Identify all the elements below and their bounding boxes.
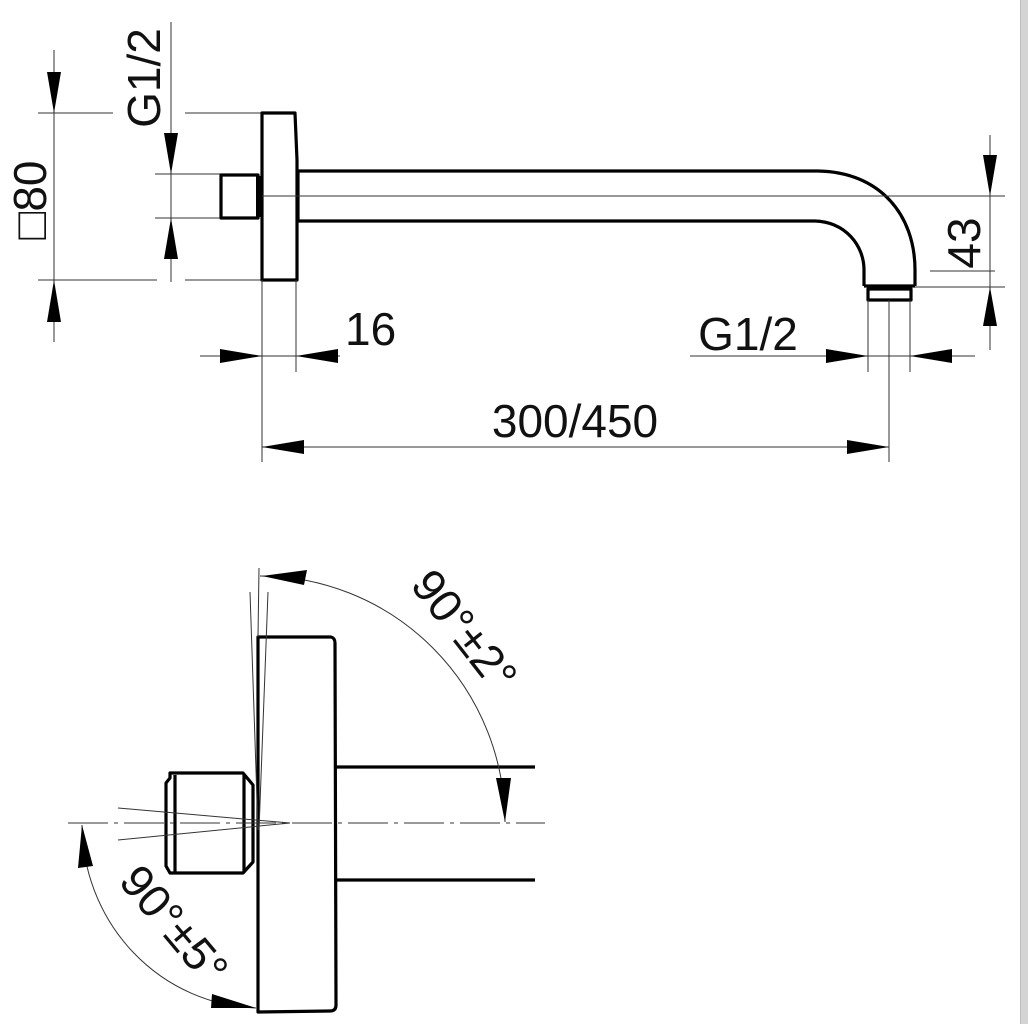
label-nipple-angle: 90°±5° [110, 855, 239, 995]
label-outlet-height: 43 [938, 217, 990, 268]
inlet-nipple [219, 173, 260, 220]
label-arm-angle: 90°±2° [401, 559, 527, 700]
label-inlet-thread: G1/2 [118, 28, 170, 128]
nipple-collar [256, 176, 262, 217]
dimension-16: 16 [200, 280, 396, 462]
shower-arm-outer [298, 169, 917, 286]
side-flange [256, 635, 338, 1014]
side-nipple [164, 771, 255, 875]
label-flange-depth: 16 [345, 303, 396, 355]
top-view: □80 G1/2 43 [4, 22, 1005, 462]
dimension-arm-length: 300/450 [262, 395, 889, 454]
dimension-square-80: □80 [4, 50, 262, 342]
outlet-nut [866, 287, 913, 302]
label-outlet-thread: G1/2 [698, 308, 798, 360]
angle-arm: 90°±2° [259, 559, 528, 823]
label-arm-length: 300/450 [492, 395, 658, 447]
dimension-inlet-thread: G1/2 [118, 22, 220, 282]
vertical-scrollbar[interactable] [1020, 0, 1028, 1024]
shower-arm-inner [298, 219, 866, 286]
label-flange-size: □80 [4, 161, 56, 240]
dimension-outlet-thread: G1/2 [690, 300, 975, 462]
dimension-43: 43 [915, 135, 1005, 350]
side-view: 90°±2° 90°±5° [68, 559, 545, 1014]
